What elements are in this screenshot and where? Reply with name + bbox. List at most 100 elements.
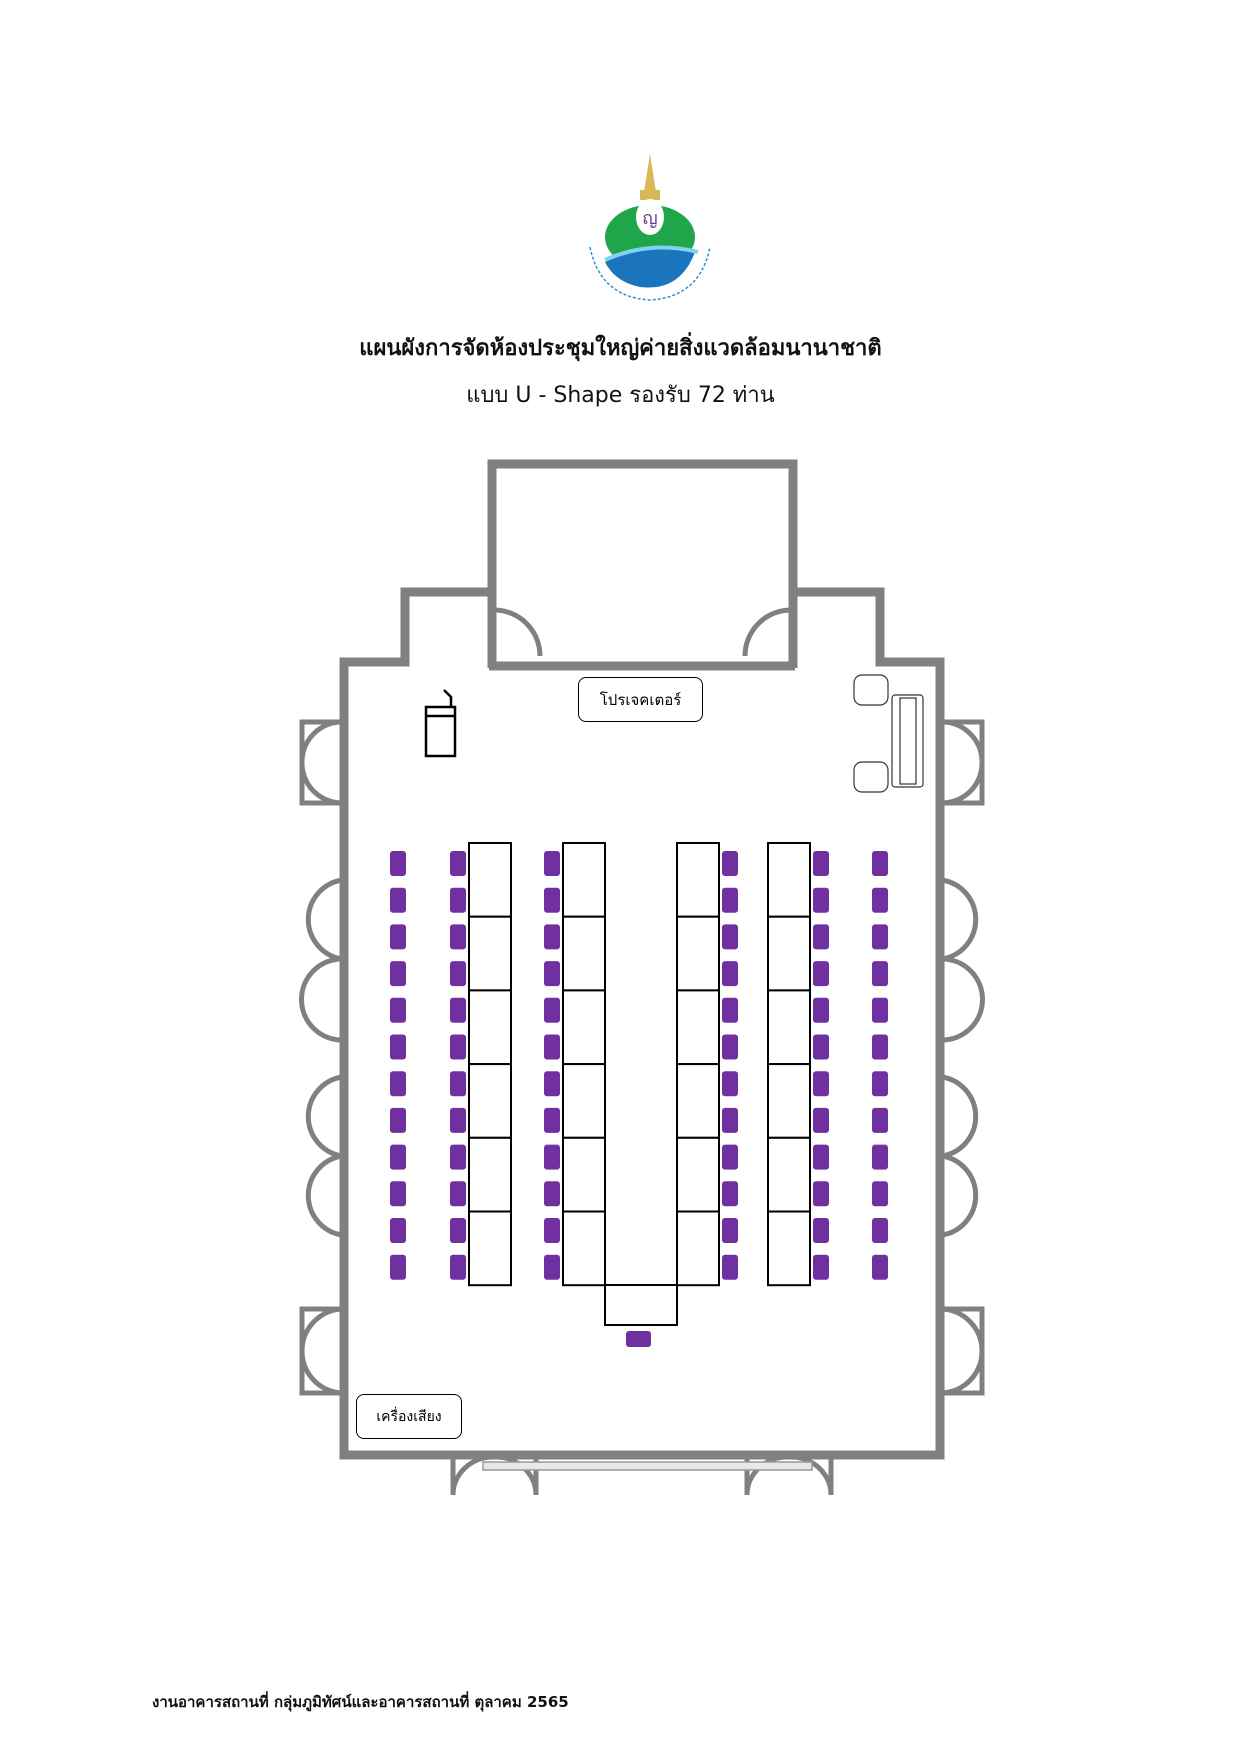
seat xyxy=(872,1107,888,1133)
seat xyxy=(544,1254,560,1280)
seat xyxy=(390,1254,406,1280)
stage-room-wall xyxy=(487,459,798,668)
table xyxy=(468,1136,512,1213)
seat xyxy=(450,851,466,876)
table xyxy=(676,1210,720,1287)
table xyxy=(468,1063,512,1139)
table xyxy=(468,1210,512,1287)
projector-label: โปรเจคเตอร์ xyxy=(578,677,703,722)
seat xyxy=(390,997,406,1023)
seat xyxy=(872,997,888,1023)
seat xyxy=(872,961,888,987)
seat xyxy=(722,851,738,876)
side-doors xyxy=(299,719,985,1496)
seat xyxy=(813,1254,829,1280)
table xyxy=(767,915,811,992)
seat xyxy=(722,887,738,913)
seat xyxy=(872,1144,888,1170)
table xyxy=(562,1210,606,1287)
seat xyxy=(722,1254,738,1280)
table xyxy=(767,989,811,1066)
seat xyxy=(813,1107,829,1133)
seat xyxy=(544,1071,560,1097)
seat xyxy=(450,924,466,950)
seat xyxy=(813,851,829,876)
seat xyxy=(390,887,406,913)
table xyxy=(562,989,606,1066)
seat xyxy=(544,1218,560,1243)
table xyxy=(562,1063,606,1139)
seat xyxy=(544,1107,560,1133)
seat xyxy=(450,1071,466,1097)
seat xyxy=(544,1181,560,1207)
seat xyxy=(813,1144,829,1170)
seat xyxy=(544,961,560,987)
seat xyxy=(872,1181,888,1207)
seat xyxy=(722,924,738,950)
seat xyxy=(872,1254,888,1280)
table xyxy=(767,842,811,918)
seat xyxy=(813,1071,829,1097)
sound-system-label: เครื่องเสียง xyxy=(356,1394,462,1439)
seat xyxy=(390,924,406,950)
table xyxy=(767,1210,811,1287)
table xyxy=(676,989,720,1066)
seat xyxy=(722,1034,738,1060)
seat xyxy=(722,1181,738,1207)
sofa-set-icon xyxy=(853,674,924,793)
seat xyxy=(390,1144,406,1170)
seat xyxy=(450,1034,466,1060)
seat xyxy=(450,997,466,1023)
organization-logo: ญ xyxy=(589,154,711,301)
table xyxy=(562,1136,606,1213)
seat xyxy=(872,887,888,913)
table xyxy=(562,842,606,918)
seat xyxy=(544,1034,560,1060)
seat xyxy=(722,961,738,987)
seat xyxy=(813,997,829,1023)
seats xyxy=(390,851,888,1347)
seat xyxy=(722,1107,738,1133)
podium-icon xyxy=(424,689,457,758)
seat xyxy=(872,1034,888,1060)
table xyxy=(767,1136,811,1213)
head-table xyxy=(604,1284,678,1326)
table xyxy=(767,1063,811,1139)
seat xyxy=(450,1107,466,1133)
seat xyxy=(390,1034,406,1060)
seat xyxy=(390,961,406,987)
page-subtitle: แบบ U - Shape รองรับ 72 ท่าน xyxy=(466,383,775,408)
seat xyxy=(813,961,829,987)
table xyxy=(676,1136,720,1213)
seat xyxy=(872,851,888,876)
seat xyxy=(813,1218,829,1243)
seat xyxy=(450,1144,466,1170)
seat xyxy=(544,924,560,950)
seat xyxy=(813,1034,829,1060)
seat xyxy=(450,1218,466,1243)
table xyxy=(468,989,512,1066)
seat xyxy=(722,1071,738,1097)
table xyxy=(468,915,512,992)
table xyxy=(676,915,720,992)
seat xyxy=(390,1071,406,1097)
inner-door-arcs xyxy=(493,607,792,657)
seat xyxy=(390,851,406,876)
table xyxy=(468,842,512,918)
tables xyxy=(468,842,811,1326)
seat xyxy=(722,1218,738,1243)
seat xyxy=(450,1181,466,1207)
seat xyxy=(872,1218,888,1243)
seat xyxy=(872,924,888,950)
seat xyxy=(872,1071,888,1097)
table xyxy=(676,1063,720,1139)
seat xyxy=(544,887,560,913)
seat xyxy=(722,997,738,1023)
footer-credit: งานอาคารสถานที่ กลุ่มภูมิทัศน์และอาคารสถ… xyxy=(152,1693,569,1711)
walls xyxy=(339,459,945,1460)
seat xyxy=(544,997,560,1023)
svg-text:ญ: ญ xyxy=(642,208,657,229)
page-title: แผนผังการจัดห้องประชุมใหญ่ค่ายสิ่งแวดล้อ… xyxy=(359,336,882,361)
chair-seat xyxy=(626,1331,651,1347)
